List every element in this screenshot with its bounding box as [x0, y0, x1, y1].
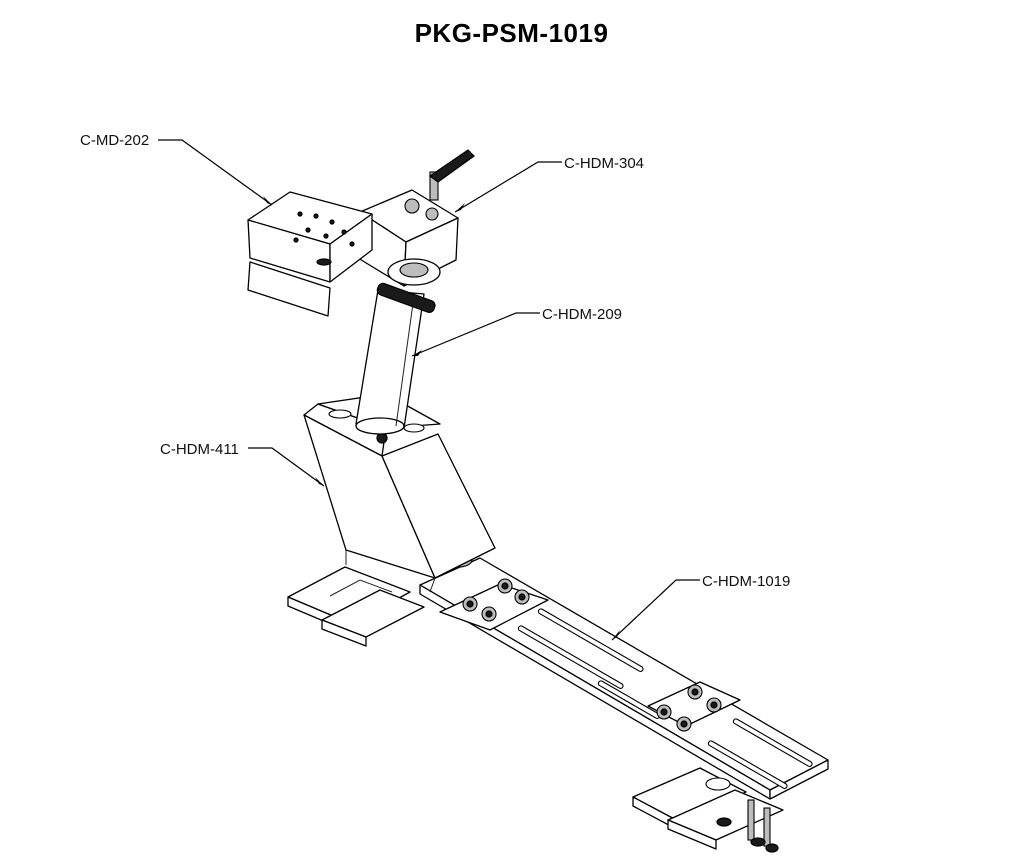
callout-c-hdm-304: C-HDM-304 [564, 155, 644, 172]
callout-c-md-202: C-MD-202 [80, 132, 149, 149]
leader-lines [158, 139, 700, 641]
mounting-plate [247, 191, 373, 317]
base-plate [287, 557, 829, 853]
riser-bracket [303, 393, 496, 593]
callout-c-hdm-1019: C-HDM-1019 [702, 573, 790, 590]
callout-c-hdm-209: C-HDM-209 [542, 306, 622, 323]
drawing-title: PKG-PSM-1019 [414, 18, 609, 48]
callout-c-hdm-411: C-HDM-411 [160, 441, 239, 458]
motion-joint [357, 149, 475, 313]
pole [355, 289, 425, 435]
